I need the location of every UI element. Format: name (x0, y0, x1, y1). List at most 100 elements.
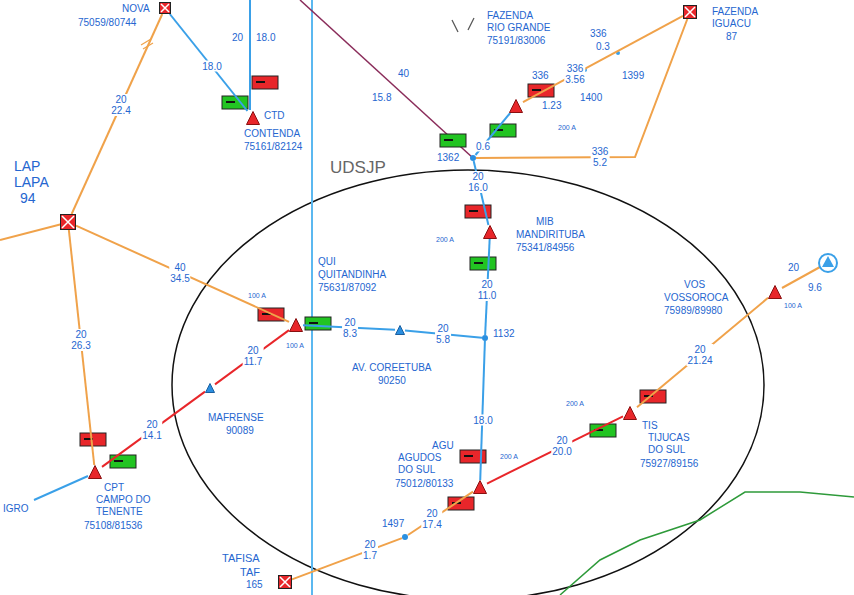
regulator-symbol (395, 325, 405, 335)
station-label: MANDIRITUBA (516, 229, 585, 241)
station-label: MIB (536, 216, 554, 228)
substation-symbol (60, 214, 76, 230)
substation-symbol (483, 225, 497, 239)
station-label: MAFRENSE (208, 412, 264, 424)
feeder-line (0, 224, 62, 240)
feeder-line (69, 230, 94, 465)
line-rating: 20 16.0 (467, 171, 488, 193)
tick-mark (452, 20, 458, 32)
station-label: FAZENDA RIO GRANDE (487, 10, 552, 34)
station-label: VOS (684, 279, 705, 291)
source-symbol (819, 254, 837, 272)
feeder-line (34, 476, 88, 500)
line-rating: 20 11.7 (243, 345, 264, 367)
station-label: QUITANDINHA (318, 269, 386, 281)
substation-symbol (768, 285, 782, 299)
line-length: 18.0 (256, 32, 275, 44)
station-label: 1362 (437, 152, 459, 164)
line-rating: 336 (590, 28, 607, 40)
breaker-rating: 100 A (784, 302, 802, 310)
feeder-line (215, 330, 289, 384)
substation-symbol (624, 407, 637, 420)
station-label: 75161/82124 (244, 141, 302, 153)
substation-symbol (61, 215, 76, 230)
line-length: 1.23 (542, 100, 561, 112)
substation-symbol: CPTCAMPO DO TENENTE75108/81536 (88, 465, 102, 479)
station-label: 75108/81536 (84, 520, 142, 532)
feeder-line (475, 113, 510, 155)
station-label: FAZENDA IGUACU (712, 6, 762, 30)
regulator-symbol (206, 384, 215, 393)
feeder-destination: IGRO (3, 503, 29, 515)
boundary-line (560, 492, 854, 595)
line-rating: 20 5.8 (435, 323, 451, 345)
feeder-line (76, 226, 289, 322)
substation-symbol (246, 111, 260, 125)
breaker-rating: 100 A (248, 292, 266, 300)
breaker-open (440, 134, 466, 147)
station-label: AGUDOS DO SUL (398, 452, 450, 476)
line-rating: 20 (232, 32, 243, 44)
substation-symbol (161, 4, 169, 12)
node-number: 1400 (580, 92, 602, 104)
station-label: 75059/80744 (78, 17, 136, 29)
line-rating: 18.0 (201, 61, 222, 72)
line-rating: 336 (532, 70, 549, 82)
station-label: 75989/89980 (664, 305, 722, 317)
breaker-open (305, 317, 331, 330)
breaker-closed (80, 433, 106, 446)
junction-point (402, 534, 408, 540)
substation-symbol (290, 319, 303, 332)
tick-mark (468, 18, 474, 30)
breaker-mark (532, 89, 541, 91)
source-symbol (822, 256, 834, 267)
substation-symbol: TAFISATAF165 (278, 575, 292, 589)
substation-symbol (509, 99, 523, 113)
line-length: 0.3 (596, 41, 610, 53)
breaker-open (110, 455, 136, 468)
regulator-symbol: MAFRENSE90089 (205, 383, 215, 393)
station-label: LAP (14, 158, 40, 175)
feeder-line (102, 392, 205, 467)
station-label: LAPA (14, 174, 49, 191)
feeder-line (480, 341, 485, 480)
substation-symbol (474, 481, 487, 494)
substation-symbol (684, 6, 697, 19)
substation-symbol (159, 2, 171, 14)
station-label: 90250 (378, 375, 406, 387)
junction-point: 1362 (470, 155, 476, 161)
breaker-rating: 100 A (286, 342, 304, 350)
junction-point: 1132 (482, 335, 488, 341)
feeder-line (408, 492, 473, 535)
line-rating: 20 (788, 262, 799, 274)
station-label: CPT (104, 482, 124, 494)
breaker-mark (309, 322, 318, 324)
station-label: TAF (240, 566, 260, 579)
substation-symbol: TISTIJUCAS DO SUL75927/89156 (623, 406, 637, 420)
line-rating: 20 17.4 (421, 508, 442, 530)
substation-symbol (279, 576, 292, 589)
line-rating: 20 11.0 (477, 279, 498, 301)
transmission-line (311, 0, 313, 595)
junction-point (482, 335, 488, 341)
substation-symbol: AGUAGUDOS DO SUL75012/80133 (473, 480, 487, 494)
line-rating: 336 5.2 (591, 146, 610, 168)
line-length: 15.8 (372, 92, 391, 104)
line-rating: 20 20.0 (551, 435, 572, 457)
breaker-mark (256, 81, 265, 83)
junction-point: 1497 (402, 534, 408, 540)
station-label: 1497 (382, 518, 404, 530)
breaker-closed (528, 84, 554, 97)
substation-symbol (280, 577, 290, 587)
line-rating: 20 14.1 (141, 419, 162, 441)
line-rating: 20 22.4 (110, 94, 131, 116)
station-label: NOVA (122, 3, 150, 15)
feeder-line (72, 14, 163, 214)
line-rating: 20 1.7 (362, 539, 378, 561)
junction-point (470, 155, 476, 161)
substation-symbol: MIBMANDIRITUBA75341/84956 (483, 225, 497, 239)
region-name: UDSJP (330, 158, 386, 178)
station-label: AV. COREETUBA (352, 362, 431, 374)
breaker-rating: 200 A (558, 124, 576, 132)
breaker-rating: 200 A (500, 453, 518, 461)
